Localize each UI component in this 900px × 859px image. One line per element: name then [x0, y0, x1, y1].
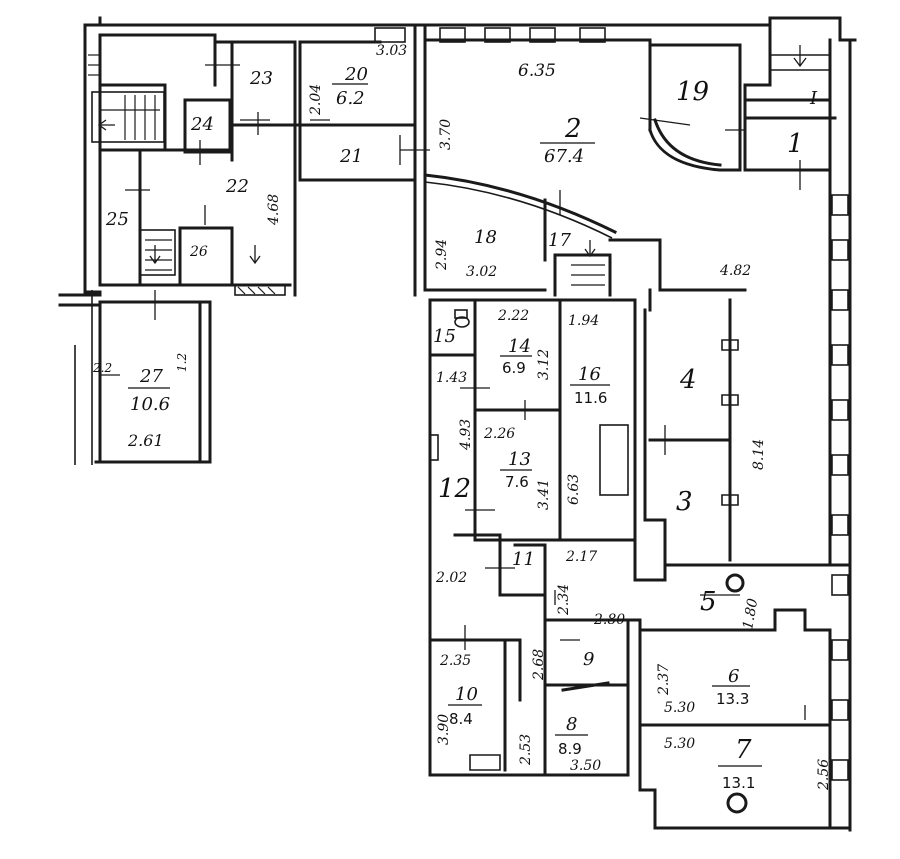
room-18-number: 18 — [474, 227, 497, 248]
dim-2-53: 2.53 — [518, 734, 534, 766]
dim-2-02: 2.02 — [435, 570, 467, 586]
dim-4-82: 4.82 — [719, 263, 751, 279]
dim-2-22: 2.22 — [497, 308, 529, 324]
room-19-number: 19 — [676, 77, 709, 107]
room-3-number: 3 — [676, 487, 693, 517]
dim-4-93: 4.93 — [458, 419, 474, 451]
room-9-number: 9 — [583, 649, 594, 670]
walls-left-block — [58, 16, 420, 465]
dim-8-14: 8.14 — [751, 439, 767, 470]
dim-2-2: 2.2 — [92, 361, 112, 375]
room-2-area: 67.4 — [544, 146, 584, 167]
dim-1-94: 1.94 — [568, 313, 599, 329]
dim-5-30-a: 5.30 — [664, 700, 695, 716]
door-markers — [100, 64, 806, 720]
room-8-area: 8.9 — [558, 740, 582, 758]
room-16-area: 11.6 — [574, 389, 607, 407]
room-11-number: 11 — [512, 549, 535, 570]
room-20-number: 20 — [344, 64, 368, 85]
room-labels: 1 I 2 67.4 3 4 5 6 13.3 7 13.1 8 8.9 9 1… — [105, 64, 818, 792]
room-22-number: 22 — [225, 176, 249, 197]
room-2-number: 2 — [564, 114, 582, 144]
dim-3-50: 3.50 — [570, 758, 601, 774]
dim-3-70: 3.70 — [438, 119, 454, 150]
room-13-number: 13 — [508, 449, 531, 470]
dim-2-04: 2.04 — [308, 84, 324, 116]
dim-6-63: 6.63 — [566, 474, 582, 505]
room-7-area: 13.1 — [722, 774, 755, 792]
dimension-labels: 6.35 3.03 2.04 3.70 2.94 3.02 4.68 4.82 … — [92, 43, 832, 791]
stair-label: I — [809, 88, 818, 109]
room-21-number: 21 — [339, 146, 363, 167]
dim-3-90: 3.90 — [436, 714, 452, 745]
room-27-number: 27 — [139, 366, 163, 387]
room-7-number: 7 — [735, 735, 752, 765]
room-4-number: 4 — [679, 365, 697, 395]
room-6-number: 6 — [728, 666, 739, 687]
room-20-area: 6.2 — [336, 88, 365, 109]
dim-2-61: 2.61 — [127, 431, 164, 450]
room-6-area: 13.3 — [716, 690, 749, 708]
dim-6-35: 6.35 — [518, 61, 556, 81]
dim-1-43: 1.43 — [436, 370, 467, 386]
right-facade-windows — [831, 194, 849, 781]
room-23-number: 23 — [249, 68, 273, 89]
room-17-number: 17 — [548, 230, 571, 251]
stair-markings — [88, 45, 807, 295]
dim-4-68: 4.68 — [266, 194, 282, 226]
room-10-number: 10 — [455, 684, 478, 705]
room-26-number: 26 — [189, 244, 208, 260]
dim-2-94: 2.94 — [434, 239, 450, 271]
room-5-number: 5 — [700, 587, 717, 617]
room-25-number: 25 — [105, 209, 129, 230]
dim-2-68: 2.68 — [531, 649, 547, 681]
room-15-number: 15 — [433, 326, 456, 347]
walls-right-block — [374, 16, 857, 832]
dim-5-30-b: 5.30 — [664, 736, 695, 752]
room-10-area: 8.4 — [449, 710, 473, 728]
room-12-number: 12 — [438, 474, 471, 504]
dim-3-03: 3.03 — [376, 43, 407, 59]
dim-1-2: 1.2 — [175, 353, 189, 372]
room-14-number: 14 — [508, 336, 531, 357]
room-27-area: 10.6 — [130, 394, 170, 415]
dim-2-56: 2.56 — [816, 759, 832, 791]
dim-2-26: 2.26 — [483, 426, 515, 442]
dim-1-80: 1.80 — [740, 597, 761, 631]
room-16-number: 16 — [578, 364, 601, 385]
room-8-number: 8 — [566, 714, 577, 735]
dim-3-02: 3.02 — [466, 264, 497, 280]
dim-2-17: 2.17 — [565, 549, 597, 565]
dim-2-35: 2.35 — [439, 653, 471, 669]
room-13-area: 7.6 — [505, 473, 529, 491]
dim-3-12: 3.12 — [536, 349, 552, 380]
dim-2-80: 2.80 — [593, 612, 625, 628]
room-24-number: 24 — [190, 114, 214, 135]
room-14-area: 6.9 — [502, 359, 526, 377]
dim-2-37: 2.37 — [656, 664, 672, 696]
dim-2-34: 2.34 — [556, 584, 572, 616]
dim-3-41: 3.41 — [536, 479, 552, 510]
room-1-number: 1 — [787, 129, 804, 159]
